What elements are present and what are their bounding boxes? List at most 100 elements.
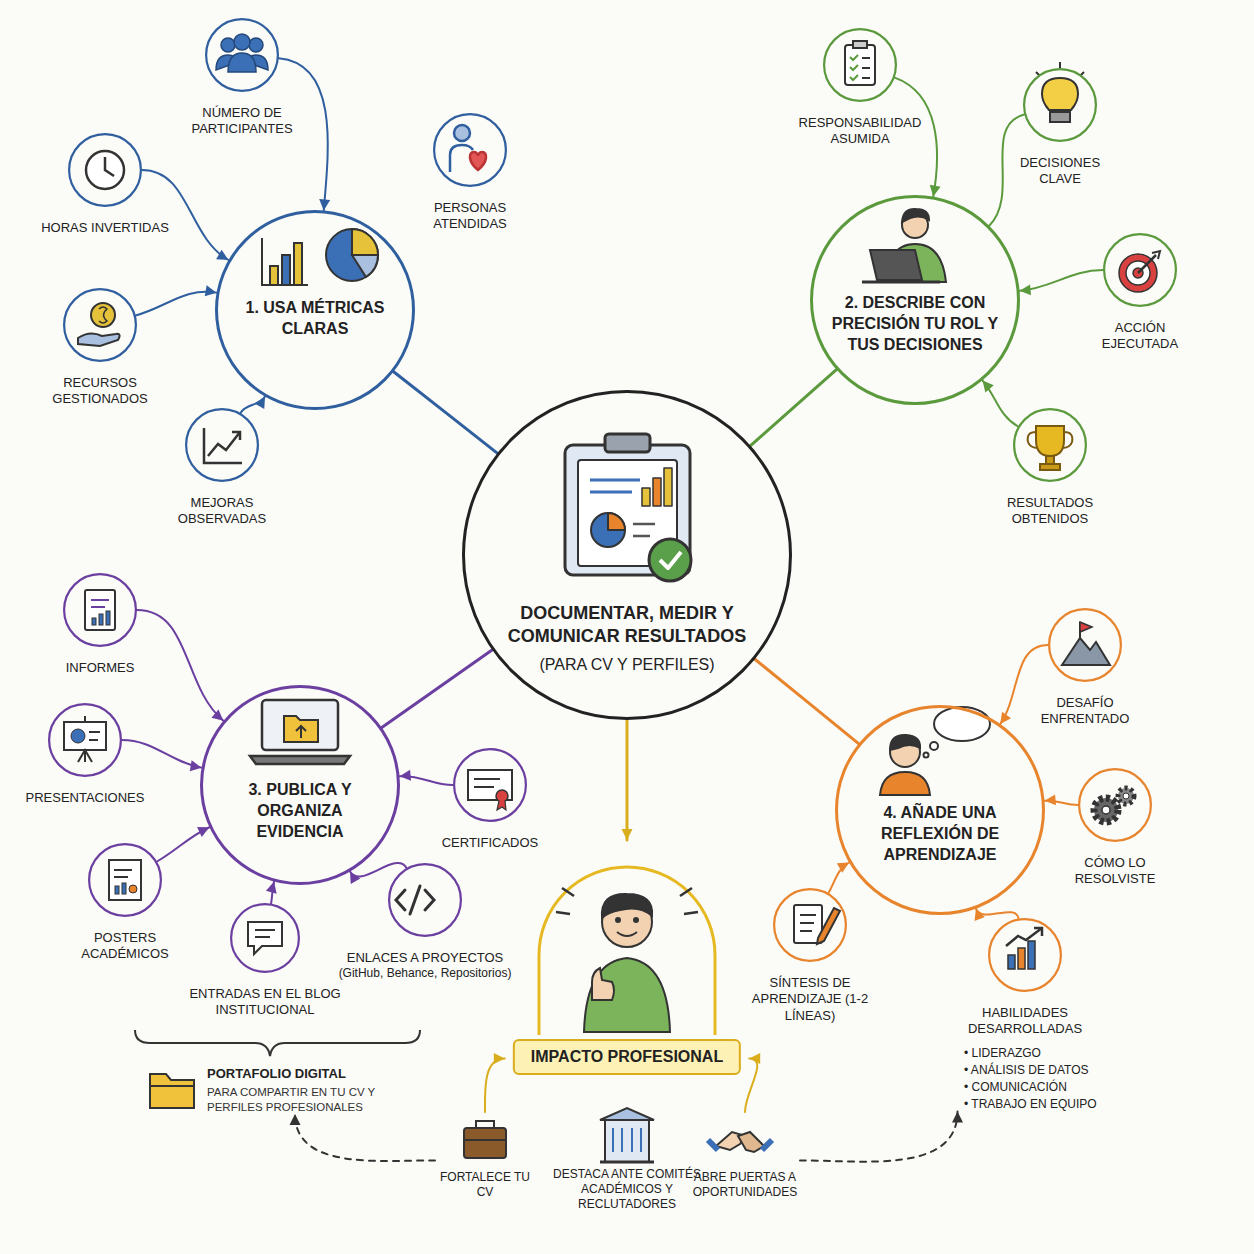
arrowhead: [494, 1053, 505, 1064]
impact-figure: [592, 968, 614, 1000]
impact-figure: [602, 894, 652, 918]
impact-figure: [539, 867, 715, 1035]
icon-circle: [988, 918, 1062, 992]
poster-icon: [115, 886, 119, 894]
checklist-icon: [862, 58, 870, 78]
briefcase-icon: [476, 1121, 494, 1128]
building-icon: [613, 1128, 641, 1152]
trend-icon: [208, 432, 240, 456]
circle-outline: [389, 864, 461, 936]
icon-circle: [185, 408, 259, 482]
growth-chart-icon: [1006, 928, 1042, 946]
gears-icon: [1102, 806, 1110, 814]
lightbulb-icon: [1042, 78, 1078, 110]
circle-outline: [206, 19, 278, 91]
icon-circle: [1023, 68, 1097, 142]
clipboard-icon: [605, 434, 650, 452]
text-box: PORTAFOLIO DIGITALPARA COMPARTIR EN TU C…: [145, 1066, 395, 1114]
connector: [982, 380, 1017, 426]
node-label: CERTIFICADOS: [425, 835, 555, 851]
arrowhead: [1000, 712, 1011, 724]
thinking-person-icon: [930, 742, 938, 750]
trend-icon: [232, 432, 240, 440]
node-label: 2. DESCRIBE CON PRECISIÓN TU ROL Y TUS D…: [831, 293, 999, 355]
icon-circle: [68, 133, 142, 207]
person-laptop-icon: [870, 250, 922, 280]
label-block: ENLACES A PROYECTOS(GitHub, Behance, Rep…: [335, 950, 515, 981]
thinking-person-icon: [880, 707, 990, 795]
label-block: HABILIDADES DESARROLLADAS• LIDERAZGO• AN…: [950, 1005, 1100, 1112]
connector: [122, 740, 202, 768]
node-label: FORTALECE TU CV: [435, 1170, 535, 1200]
chart-icon: [270, 266, 278, 285]
connector: [745, 1059, 757, 1112]
circle-outline: [823, 28, 897, 102]
poster-icon: [109, 860, 141, 900]
report-icon: [85, 590, 115, 630]
circle-outline: [988, 918, 1062, 992]
growth-chart-icon: [1034, 928, 1042, 936]
icon-node: RESULTADOS OBTENIDOS: [990, 408, 1110, 528]
folder-icon: [150, 1074, 194, 1108]
icon-node: DECISIONES CLAVE: [1000, 68, 1120, 188]
node-label: DESTACA ANTE COMITÉS ACADÉMICOS Y RECLUT…: [552, 1167, 702, 1212]
certificate-icon: [468, 770, 512, 810]
impact-figure: [617, 932, 637, 936]
connector: [382, 650, 492, 728]
poster-icon: [109, 860, 141, 900]
arrowhead: [975, 909, 985, 921]
text-box: FORTALECE TU CV: [435, 1112, 535, 1200]
arrowhead: [197, 827, 209, 837]
node-label: (GitHub, Behance, Repositorios): [335, 966, 515, 981]
laptop-folder-icon: [250, 700, 350, 764]
chart-icon: [352, 255, 378, 277]
circle-outline: [773, 888, 847, 962]
node-label: DESAFÍO ENFRENTADO: [1025, 695, 1145, 728]
icon-circle: [1078, 768, 1152, 842]
circle-outline: [1048, 608, 1122, 682]
circle-outline: [1078, 768, 1152, 842]
chat-icon: [248, 922, 282, 954]
label-block: PERSONAS ATENDIDAS: [409, 200, 531, 233]
building-icon: [600, 1161, 654, 1164]
arrowhead: [255, 397, 265, 409]
briefcase-icon: [464, 1128, 506, 1158]
label-block: ACCIÓN EJECUTADA: [1085, 320, 1195, 353]
report-icon: [91, 600, 109, 607]
icon-node: SÍNTESIS DE APRENDIZAJE (1-2 LÍNEAS): [750, 888, 870, 1024]
target-icon: [1119, 251, 1160, 292]
arrowhead: [350, 872, 360, 884]
chart-icon: [262, 238, 308, 285]
notebook-pencil-icon: [794, 905, 840, 944]
grouping-bracket: [135, 1030, 420, 1056]
trend-icon: [204, 428, 242, 463]
icon-circle: [1048, 608, 1122, 682]
node-label: DOCUMENTAR, MEDIR Y COMUNICAR RESULTADOS: [495, 602, 759, 649]
label-block: DECISIONES CLAVE: [1000, 155, 1120, 188]
icon-node: HABILIDADES DESARROLLADAS• LIDERAZGO• AN…: [950, 918, 1100, 1112]
gears-icon: [1094, 788, 1134, 822]
icon-circle: [1013, 408, 1087, 482]
connector: [136, 292, 217, 316]
icon-node: INFORMES: [40, 573, 160, 676]
circle-outline: [837, 707, 1044, 914]
connector: [989, 115, 1024, 226]
icon-circle: [205, 18, 279, 92]
notebook-pencil-icon: [817, 908, 840, 944]
circle-outline: [812, 197, 1019, 404]
circle-outline: [1049, 609, 1121, 681]
arrowhead: [290, 1114, 301, 1125]
label-block: RECURSOS GESTIONADOS: [35, 375, 165, 408]
node-label: PORTAFOLIO DIGITAL: [207, 1066, 395, 1082]
banner: IMPACTO PROFESIONAL: [513, 1039, 741, 1075]
poster-icon: [129, 885, 137, 893]
icon-node: MEJORAS OBSERVADAS: [157, 408, 287, 528]
folder-icon: [150, 1074, 194, 1108]
icon-node: POSTERS ACADÉMICOS: [65, 843, 185, 963]
person-heart-icon: [470, 152, 486, 170]
circle-outline: [1079, 769, 1151, 841]
node-label: • LIDERAZGO: [950, 1046, 1100, 1061]
label-block: SÍNTESIS DE APRENDIZAJE (1-2 LÍNEAS): [750, 975, 870, 1024]
arrowhead: [930, 185, 941, 197]
